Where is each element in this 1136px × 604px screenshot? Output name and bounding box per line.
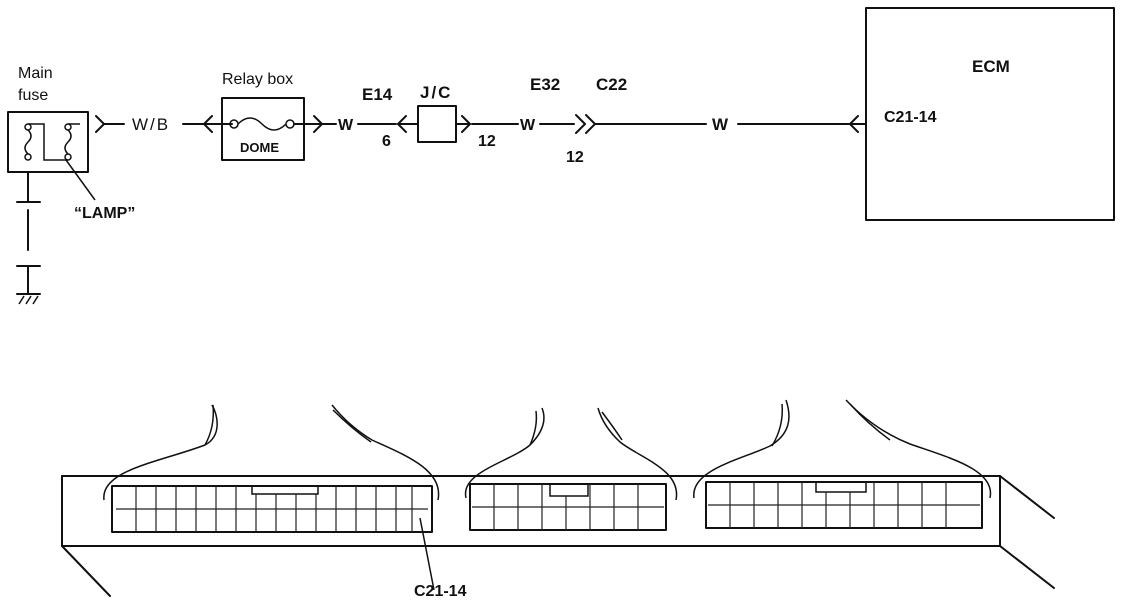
relay-box: Relay box DOME: [203, 71, 323, 161]
junction-connector: E14 6 J/C 12: [362, 83, 496, 150]
ecm-pin-label: C21-14: [884, 109, 937, 126]
connector-pin-label: C21-14: [414, 583, 467, 600]
inline-connector-c22: E32 C22 12: [530, 75, 627, 166]
main-fuse: Main fuse “LAMP”: [7, 65, 135, 305]
jc-pin: 12: [478, 133, 496, 150]
c22-label: C22: [596, 75, 627, 94]
jc-label: J/C: [420, 83, 452, 102]
wire-wb-label: W/B: [132, 115, 170, 134]
wire-w1-label: W: [338, 117, 354, 134]
ecm-label: ECM: [972, 57, 1010, 76]
wire-w2-label: W: [520, 117, 536, 134]
ecm-unit: ECM C21-14: [849, 7, 1115, 221]
main-fuse-label-line2: fuse: [18, 87, 48, 104]
lamp-label: “LAMP”: [74, 205, 135, 222]
wire-w3-label: W: [712, 115, 729, 134]
main-fuse-label-line1: Main: [18, 65, 53, 82]
dome-label: DOME: [240, 140, 279, 155]
e14-pin: 6: [382, 133, 391, 150]
relay-box-label: Relay box: [222, 71, 293, 88]
e14-label: E14: [362, 85, 393, 104]
e32-label: E32: [530, 75, 560, 94]
ecm-connector-illustration: C21-14: [61, 399, 1055, 600]
c22-pin: 12: [566, 149, 584, 166]
